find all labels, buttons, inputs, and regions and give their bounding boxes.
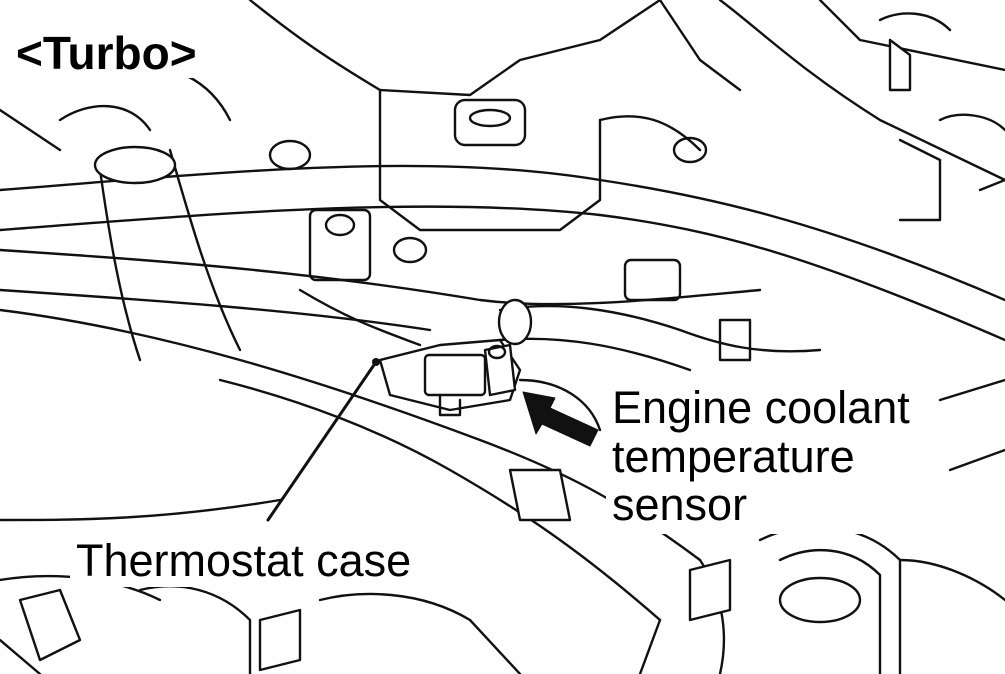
coolant-sensor-label-line1: Engine coolant <box>612 382 910 433</box>
upper-pipe <box>0 164 1005 342</box>
thermostat-leader-dot <box>372 358 380 366</box>
callout-arrow-icon <box>522 391 599 447</box>
left-vertical-hose <box>93 145 242 362</box>
thermostat-case-label: Thermostat case <box>70 534 418 587</box>
lower-left-components <box>0 574 522 674</box>
thermostat-leader-line <box>266 360 378 522</box>
lower-right-components <box>508 378 1005 674</box>
coolant-sensor-label: Engine coolant temperature sensor <box>606 380 916 534</box>
coolant-sensor-label-line2: temperature <box>612 430 855 482</box>
thermostat-case <box>378 338 602 432</box>
hose-clamps <box>308 98 752 362</box>
coolant-sensor-label-line3: sensor <box>612 479 748 531</box>
middle-hoses <box>0 248 822 372</box>
diagram-title: <Turbo> <box>12 28 201 78</box>
